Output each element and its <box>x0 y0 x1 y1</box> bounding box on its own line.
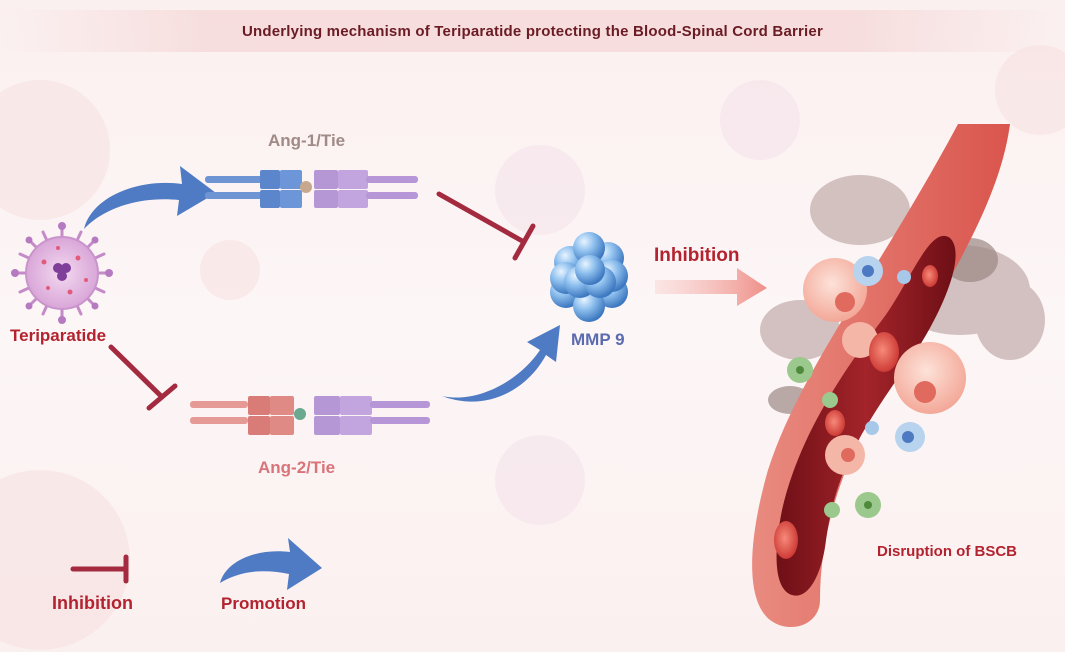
promotion-arrow-to-ang1 <box>84 166 216 229</box>
ang1-tie-receptor-icon <box>205 170 418 208</box>
diagram-title: Underlying mechanism of Teriparatide pro… <box>241 22 824 40</box>
teriparatide-molecule-icon <box>11 222 113 324</box>
promotion-arrow-to-mmp9 <box>442 325 560 402</box>
mmp9-label: MMP 9 <box>571 330 625 349</box>
teriparatide-label: Teriparatide <box>10 326 107 345</box>
legend-promotion-symbol <box>220 538 322 590</box>
inhibition-line-ang1-to-mmp9 <box>436 191 536 261</box>
blood-vessel-illustration <box>752 124 1045 628</box>
inhibition-label: Inhibition <box>654 245 740 266</box>
legend-promotion-label: Promotion <box>221 594 306 613</box>
legend-inhibition-symbol <box>70 554 129 584</box>
ang2-tie-receptor-icon <box>190 396 430 435</box>
ang1-tie-label: Ang-1/Tie <box>268 131 346 150</box>
legend-inhibition-label: Inhibition <box>52 593 133 613</box>
inhibition-arrow-to-bscb <box>655 268 767 306</box>
background-cells <box>0 45 1065 650</box>
mmp9-cluster-icon <box>550 232 628 322</box>
ang2-tie-label: Ang-2/Tie <box>258 458 336 477</box>
title-banner: Underlying mechanism of Teriparatide pro… <box>0 10 1065 52</box>
bscb-disruption-label: Disruption of BSCB <box>877 543 1017 560</box>
inhibition-line-to-ang2 <box>108 344 178 411</box>
